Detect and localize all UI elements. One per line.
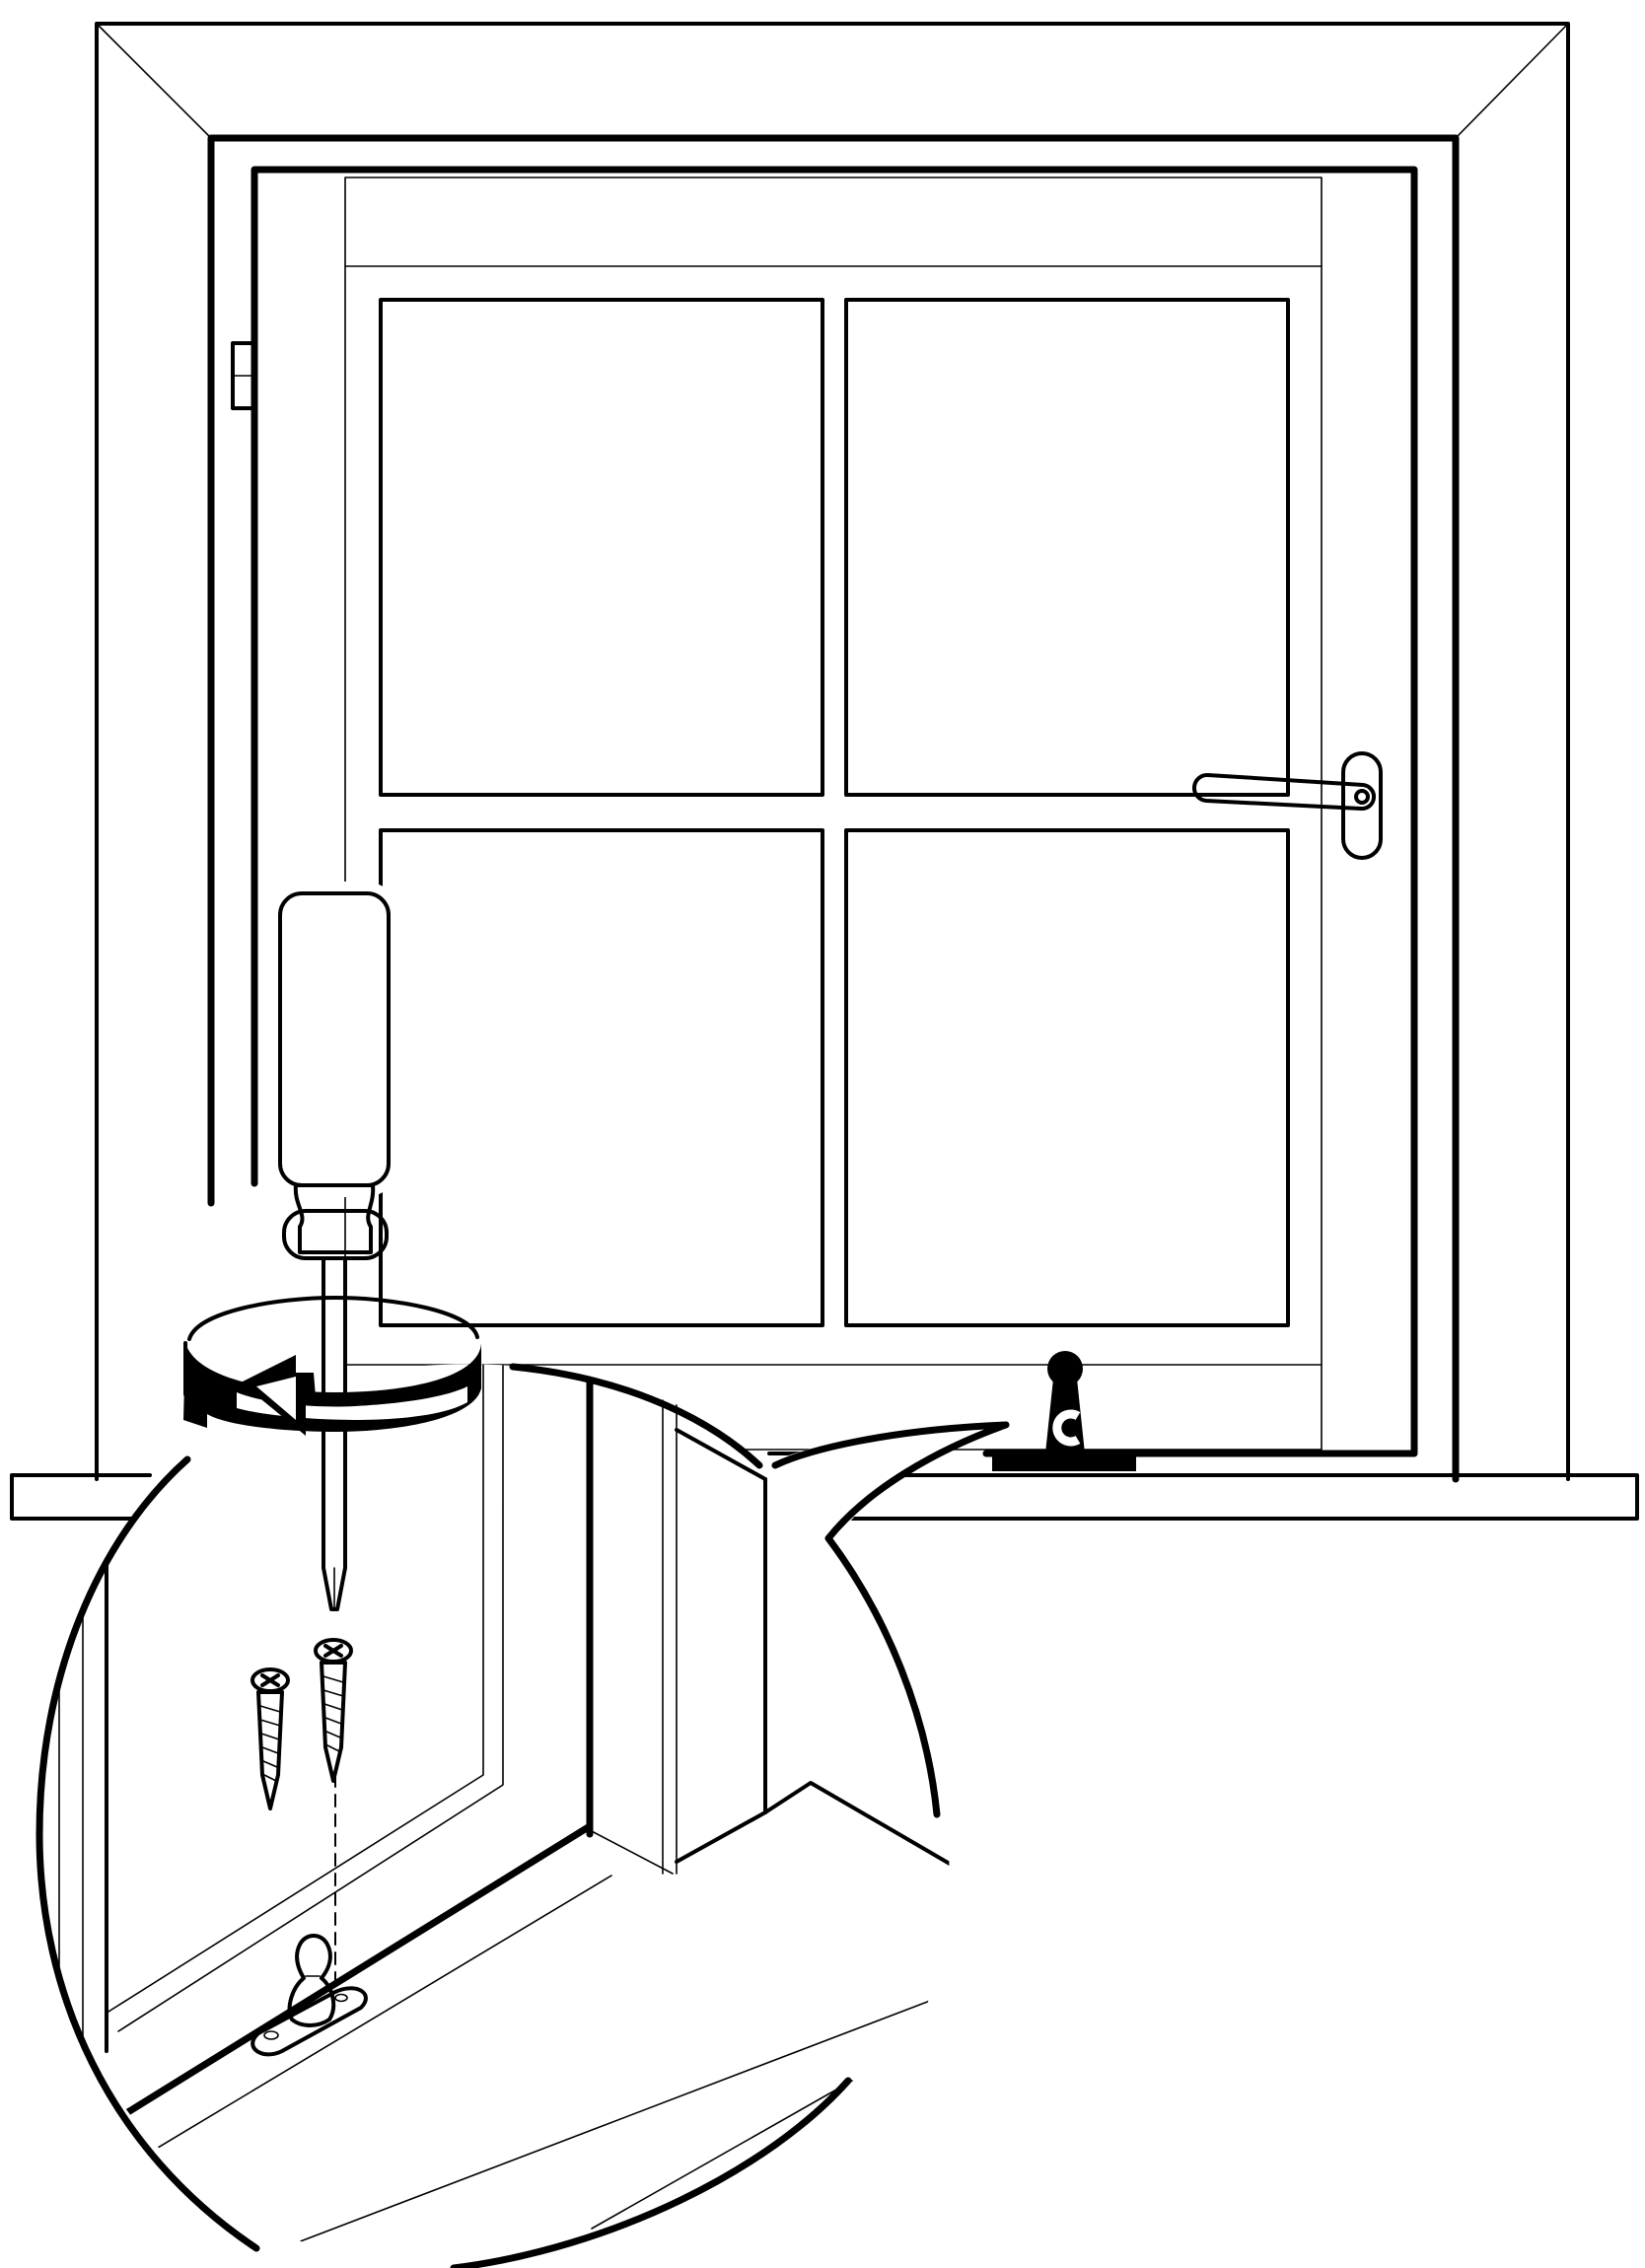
window-scene: [12, 24, 1637, 1519]
window-sash: [345, 177, 1322, 1450]
glass-pane-bottom-left: [381, 830, 822, 1325]
glass-panes: [381, 300, 1288, 1325]
detail-callout: [39, 1361, 1051, 2268]
window-outer-frame: [97, 24, 1568, 1479]
glass-pane-bottom-right: [846, 830, 1288, 1325]
glass-pane-top-left: [381, 300, 822, 795]
glass-pane-top-right: [846, 300, 1288, 795]
window-reveal: [211, 138, 1456, 1479]
